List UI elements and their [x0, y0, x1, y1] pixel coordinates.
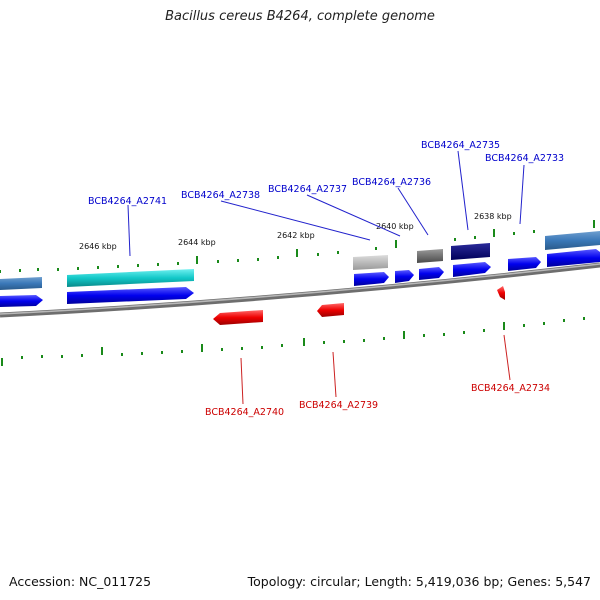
genome-backbone [0, 262, 600, 318]
gene-label-forward[interactable]: BCB4264_A2736 [352, 177, 431, 188]
cds-arrow[interactable] [508, 257, 541, 271]
cds-arrow[interactable] [453, 262, 491, 277]
inner-tick-row [1, 317, 585, 366]
scale-label: 2640 kbp [376, 222, 414, 231]
scale-label: 2638 kbp [474, 212, 512, 221]
feature-block[interactable] [353, 255, 388, 270]
cds-arrow[interactable] [419, 267, 444, 280]
gene-label-reverse[interactable]: BCB4264_A2740 [205, 407, 284, 418]
scale-label: 2642 kbp [277, 231, 315, 240]
cds-arrow[interactable] [497, 286, 505, 300]
gene-label-reverse[interactable]: BCB4264_A2734 [471, 383, 550, 394]
feature-block[interactable] [0, 277, 42, 290]
cds-arrow[interactable] [317, 303, 344, 317]
scale-label: 2646 kbp [79, 242, 117, 251]
reverse-cds-track [213, 286, 505, 325]
accession-text: Accession: NC_011725 [9, 574, 152, 589]
scale-label: 2644 kbp [178, 238, 216, 247]
cds-arrow[interactable] [395, 270, 414, 283]
cds-arrow[interactable] [67, 287, 194, 304]
gene-label-forward[interactable]: BCB4264_A2741 [88, 196, 167, 207]
outer-tick-row [0, 220, 595, 273]
cds-arrow[interactable] [0, 295, 43, 307]
gene-label-reverse[interactable]: BCB4264_A2739 [299, 400, 378, 411]
gene-label-forward[interactable]: BCB4264_A2738 [181, 190, 260, 201]
map-title: Bacillus cereus B4264, complete genome [165, 9, 435, 24]
gene-label-forward[interactable]: BCB4264_A2737 [268, 184, 347, 195]
cds-arrow[interactable] [354, 272, 389, 286]
genome-summary-text: Topology: circular; Length: 5,419,036 bp… [247, 574, 591, 589]
feature-block[interactable] [545, 231, 600, 250]
feature-block[interactable] [417, 249, 443, 263]
cds-arrow[interactable] [213, 310, 263, 325]
feature-block[interactable] [67, 269, 194, 287]
feature-track [0, 231, 600, 290]
gene-label-forward[interactable]: BCB4264_A2735 [421, 140, 500, 151]
forward-cds-track [0, 249, 600, 307]
cds-arrow[interactable] [547, 249, 600, 267]
feature-block[interactable] [451, 243, 490, 260]
genome-backbone-highlight [0, 263, 600, 315]
gene-label-forward[interactable]: BCB4264_A2733 [485, 153, 564, 164]
